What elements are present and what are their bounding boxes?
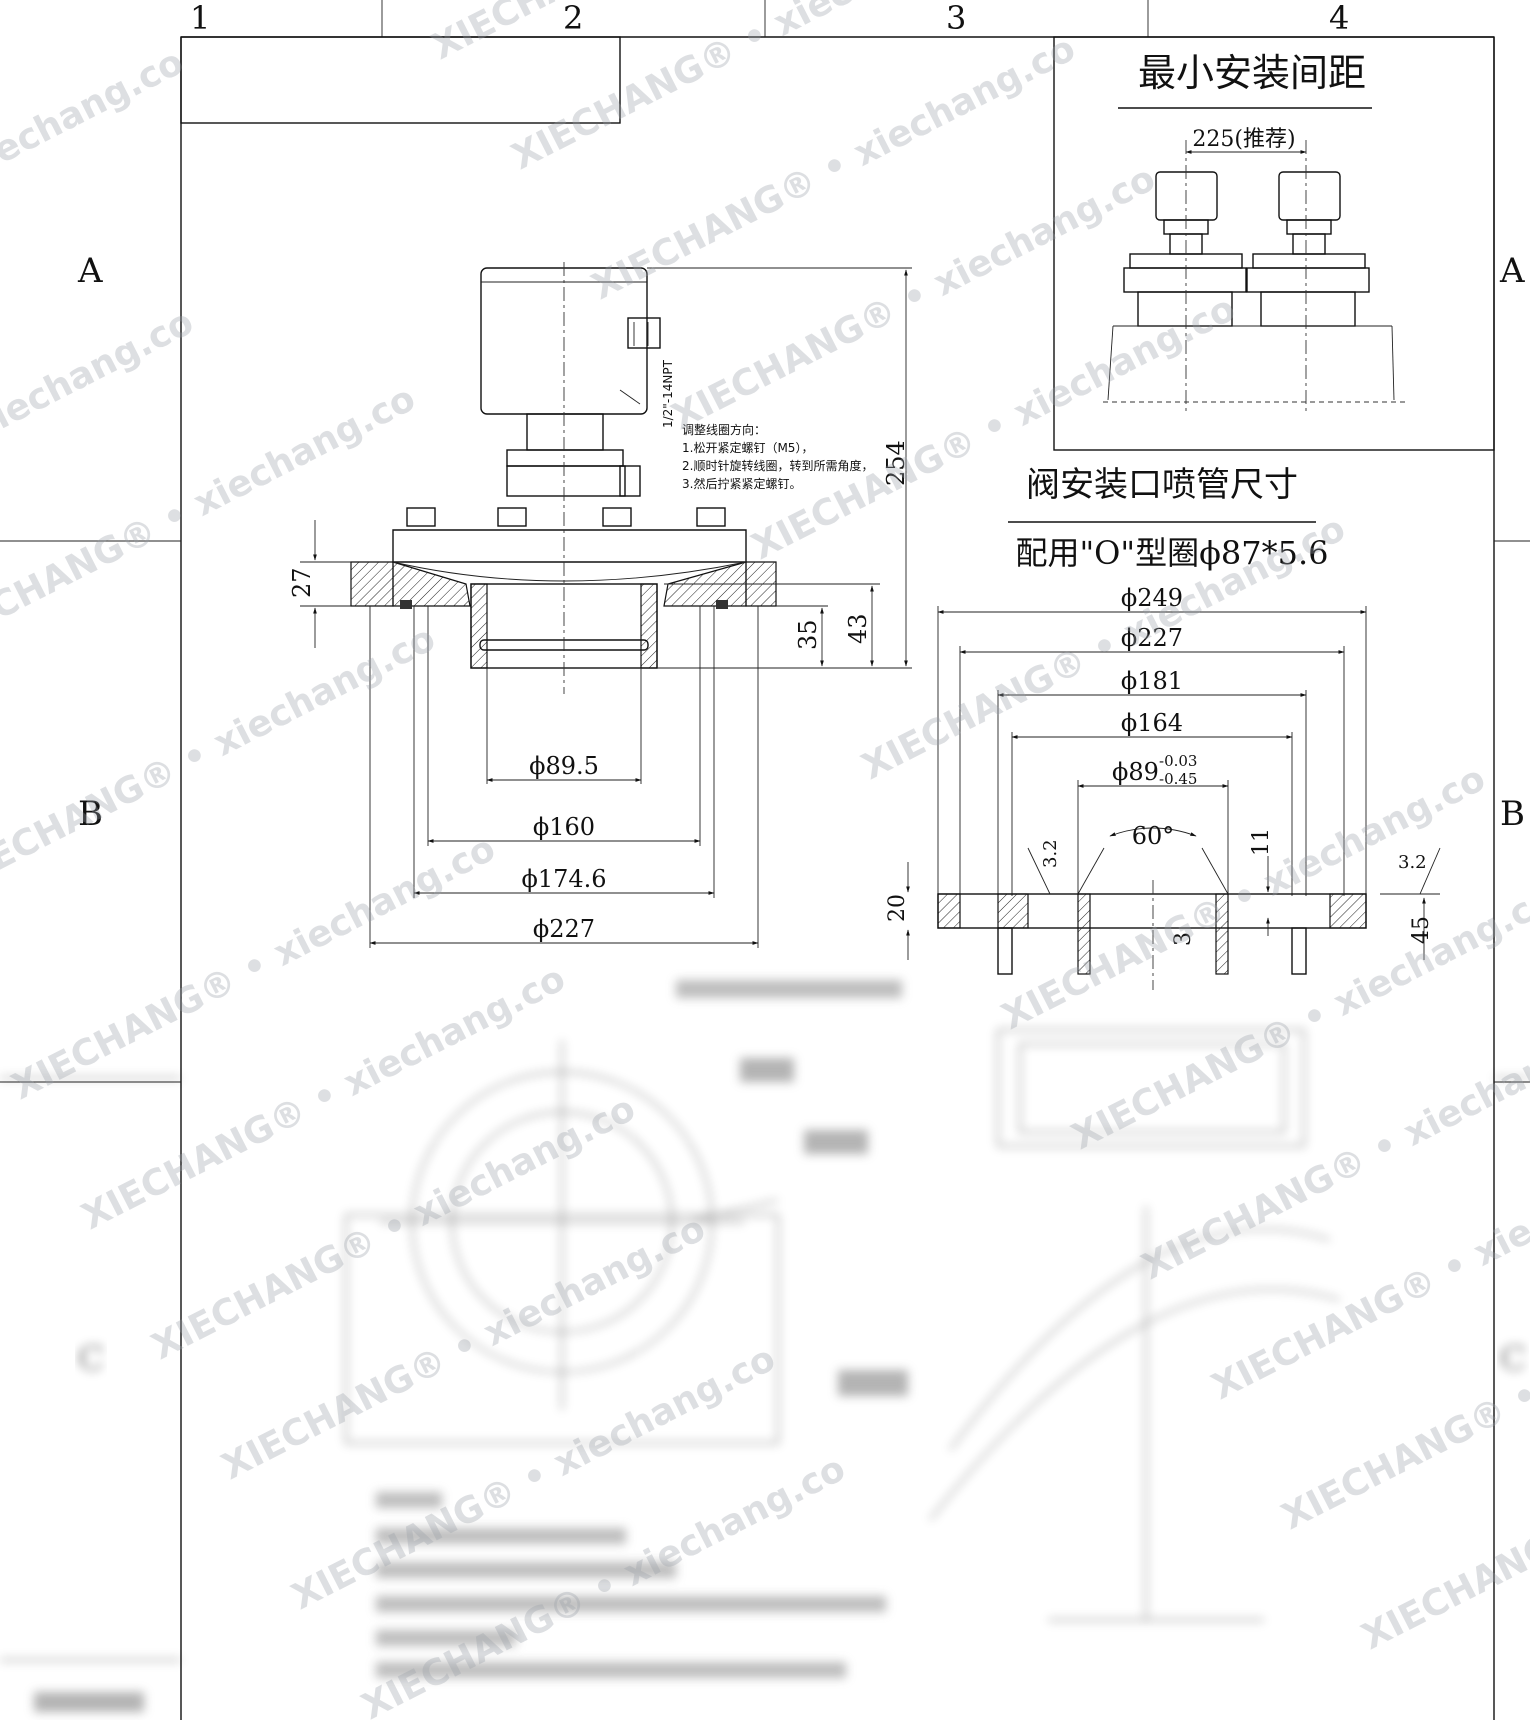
coil-note-line-1: 调整线圈方向：	[682, 422, 766, 437]
column-label-2: 2	[563, 0, 583, 37]
blurred-lower-drawing	[0, 980, 1530, 1712]
dim-angle-60: 60°	[1132, 822, 1175, 850]
pipe-section	[906, 606, 1441, 990]
valve-elevation	[300, 262, 912, 948]
spacing-panel: 最小安装间距 225(推荐)	[1053, 36, 1495, 451]
column-label-3: 3	[946, 0, 966, 37]
dim-phi-89: ϕ89	[1112, 758, 1159, 786]
row-label-right-c: C	[1500, 1339, 1526, 1379]
row-label-left-c: C	[78, 1339, 104, 1379]
row-label-left-b: B	[78, 794, 103, 834]
oring-spec: 配用"O"型圈ϕ87*5.6	[1015, 534, 1328, 572]
watermark-6: XIECHANG® • xiechang.co	[995, 758, 1491, 1038]
coil-note-line-3: 2.顺时针旋转线圈，转到所需角度，	[682, 458, 873, 473]
spacing-label: 225(推荐)	[1192, 127, 1295, 152]
dim-35: 35	[794, 619, 822, 650]
dim-11: 11	[1249, 828, 1274, 856]
dim-phi-227-pipe: ϕ227	[1121, 624, 1183, 652]
spacing-panel-title: 最小安装间距	[1138, 51, 1366, 95]
dim-phi-160: ϕ160	[533, 813, 595, 841]
watermark-22: XIECHANG®	[425, 0, 663, 68]
dim-phi-181: ϕ181	[1121, 667, 1183, 695]
column-label-1: 1	[190, 0, 210, 37]
watermark-20: xiechang.co	[0, 41, 190, 188]
dim-phi-89-5: ϕ89.5	[529, 752, 599, 780]
coil-note-line-4: 3.然后拧紧紧定螺钉。	[682, 476, 801, 491]
dim-tolerance-lower: -0.45	[1159, 770, 1197, 788]
dim-27: 27	[288, 567, 316, 598]
coil-note-line-2: 1.松开紧定螺钉（M5），	[682, 440, 813, 455]
watermark-16: XIECHANG® • xiechang.co	[0, 378, 422, 658]
watermark-21: xiechang.co	[0, 301, 200, 448]
dim-20: 20	[885, 894, 910, 922]
dim-254: 254	[882, 440, 910, 486]
row-label-right-b: B	[1500, 794, 1525, 834]
pipe-panel-title: 阀安装口喷管尺寸	[1026, 465, 1298, 505]
dim-phi-164: ϕ164	[1121, 709, 1183, 737]
dim-phi-249: ϕ249	[1121, 584, 1183, 612]
row-label-left-a: A	[77, 251, 103, 291]
small-valve-right	[1246, 171, 1370, 327]
column-label-4: 4	[1329, 0, 1349, 37]
coil-note: 调整线圈方向： 1.松开紧定螺钉（M5）， 2.顺时针旋转线圈，转到所需角度， …	[682, 422, 873, 491]
dim-phi-174-6: ϕ174.6	[521, 865, 606, 893]
dim-43: 43	[844, 613, 872, 644]
watermark-15: XIECHANG® • xiechang.co	[355, 1448, 851, 1720]
thread-label: 1/2"-14NPT	[661, 359, 675, 428]
dim-3: 3	[1171, 932, 1196, 946]
dim-tolerance-upper: -0.03	[1159, 752, 1197, 770]
row-label-right-a: A	[1499, 251, 1525, 291]
dim-phi-227: ϕ227	[533, 915, 595, 943]
dim-chamfer-right: 3.2	[1398, 852, 1427, 873]
watermark-17: XIECHANG® • xiechang.co	[0, 618, 442, 898]
dim-45: 45	[1409, 916, 1434, 944]
dim-chamfer-left: 3.2	[1040, 839, 1061, 868]
